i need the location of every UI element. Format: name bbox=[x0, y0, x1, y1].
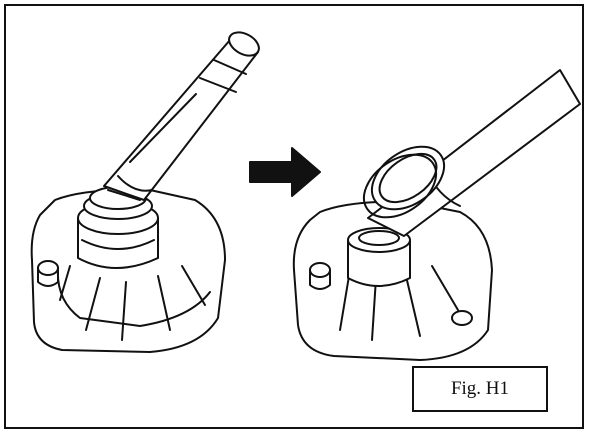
right-arrow-icon bbox=[249, 147, 321, 197]
figure-caption: Fig. H1 bbox=[412, 366, 548, 412]
nozzle-on-valve-icon bbox=[30, 31, 260, 353]
nozzle-seated-icon bbox=[292, 69, 581, 361]
